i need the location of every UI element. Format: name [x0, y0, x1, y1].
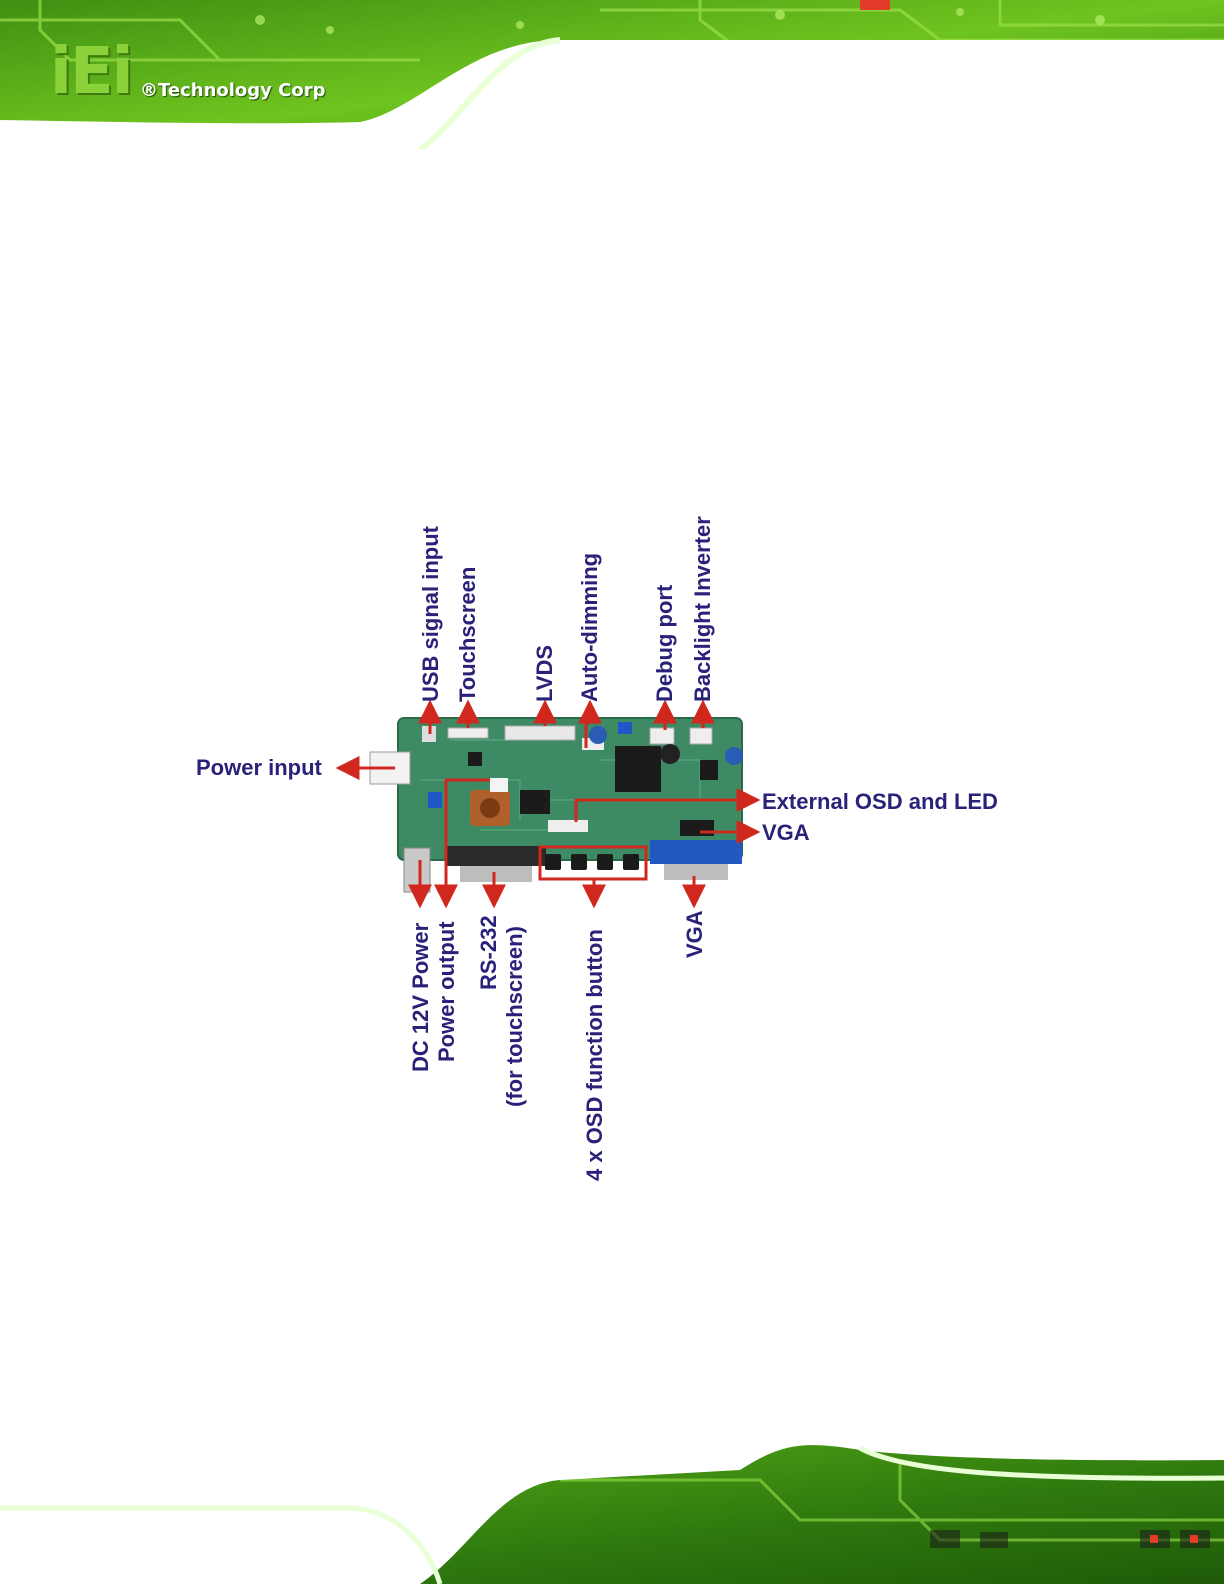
logo-company-name: ®Technology Corp — [140, 80, 326, 101]
label-backlight-inverter: Backlight Inverter — [690, 516, 715, 702]
label-vga-header: VGA — [762, 820, 810, 845]
iei-logo: iEi ®Technology Corp — [50, 35, 326, 109]
label-rs232-for-touchscreen: (for touchscreen) — [502, 926, 527, 1107]
label-external-osd-led: External OSD and LED — [762, 789, 998, 814]
label-debug-port: Debug port — [652, 584, 677, 702]
header-circuit-banner — [0, 0, 1224, 150]
label-vga-connector: VGA — [682, 910, 707, 958]
pcb-board — [369, 717, 743, 893]
label-usb-signal-input: USB signal input — [418, 526, 443, 702]
label-rs232: RS-232 — [476, 915, 501, 990]
label-osd-function-buttons: 4 x OSD function button — [582, 929, 607, 1181]
label-power-input: Power input — [196, 755, 322, 780]
logo-mark: iEi — [50, 35, 134, 109]
footer-circuit-banner — [0, 1440, 1224, 1584]
label-auto-dimming: Auto-dimming — [577, 552, 602, 702]
label-power-output: Power output — [434, 921, 459, 1062]
label-dc-12v-power: DC 12V Power — [408, 922, 433, 1072]
callout-arrows — [335, 699, 761, 909]
label-lvds: LVDS — [532, 644, 557, 702]
label-touchscreen: Touchscreen — [455, 566, 480, 702]
